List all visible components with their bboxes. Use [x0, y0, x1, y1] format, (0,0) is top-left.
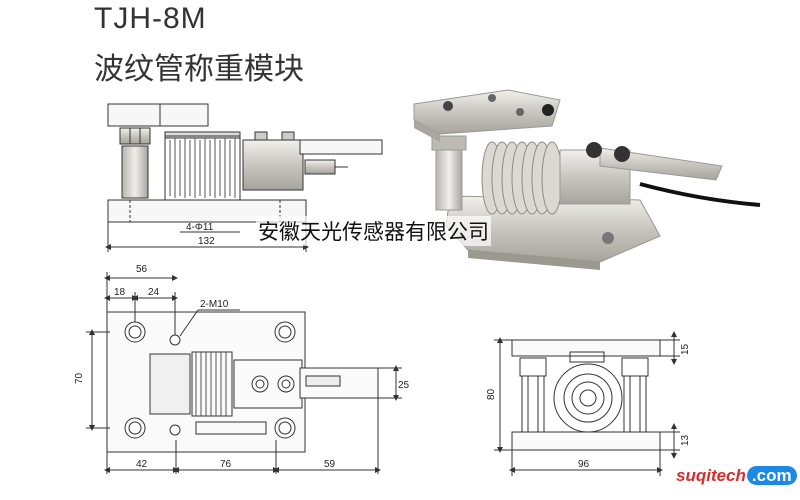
dim-length-label: 132 — [198, 236, 215, 247]
side-view-drawing — [494, 331, 680, 476]
site-watermark[interactable]: suqitech.com — [676, 466, 797, 486]
dim-thread-label: 2-M10 — [200, 299, 229, 310]
dim-80-label: 80 — [486, 388, 497, 400]
dim-15-label: 15 — [680, 343, 691, 355]
product-photo — [413, 89, 761, 270]
watermark-domain: .com — [746, 466, 797, 485]
dim-24-label: 24 — [148, 287, 160, 298]
dim-59-label: 59 — [324, 459, 336, 470]
company-name-overlay: 安徽天光传感器有限公司 — [256, 216, 491, 246]
dim-76-label: 76 — [220, 459, 232, 470]
dim-56-label: 56 — [136, 264, 148, 275]
dim-42-label: 42 — [136, 459, 148, 470]
watermark-name: suqitech — [676, 466, 746, 485]
top-view-drawing — [86, 272, 402, 474]
bellows-fins — [169, 138, 236, 198]
front-view-drawing — [105, 103, 383, 252]
dim-13-label: 13 — [680, 434, 691, 446]
product-subtitle: 波纹管称重模块 — [94, 52, 304, 87]
photo-bellows — [481, 141, 563, 215]
dim-96-label: 96 — [578, 459, 590, 470]
dim-70-label: 70 — [74, 372, 85, 384]
dim-18-label: 18 — [114, 287, 126, 298]
dim-holes-label: 4-Φ11 — [186, 222, 214, 233]
product-title: TJH-8M — [94, 2, 207, 35]
dim-25-label: 25 — [398, 380, 410, 391]
